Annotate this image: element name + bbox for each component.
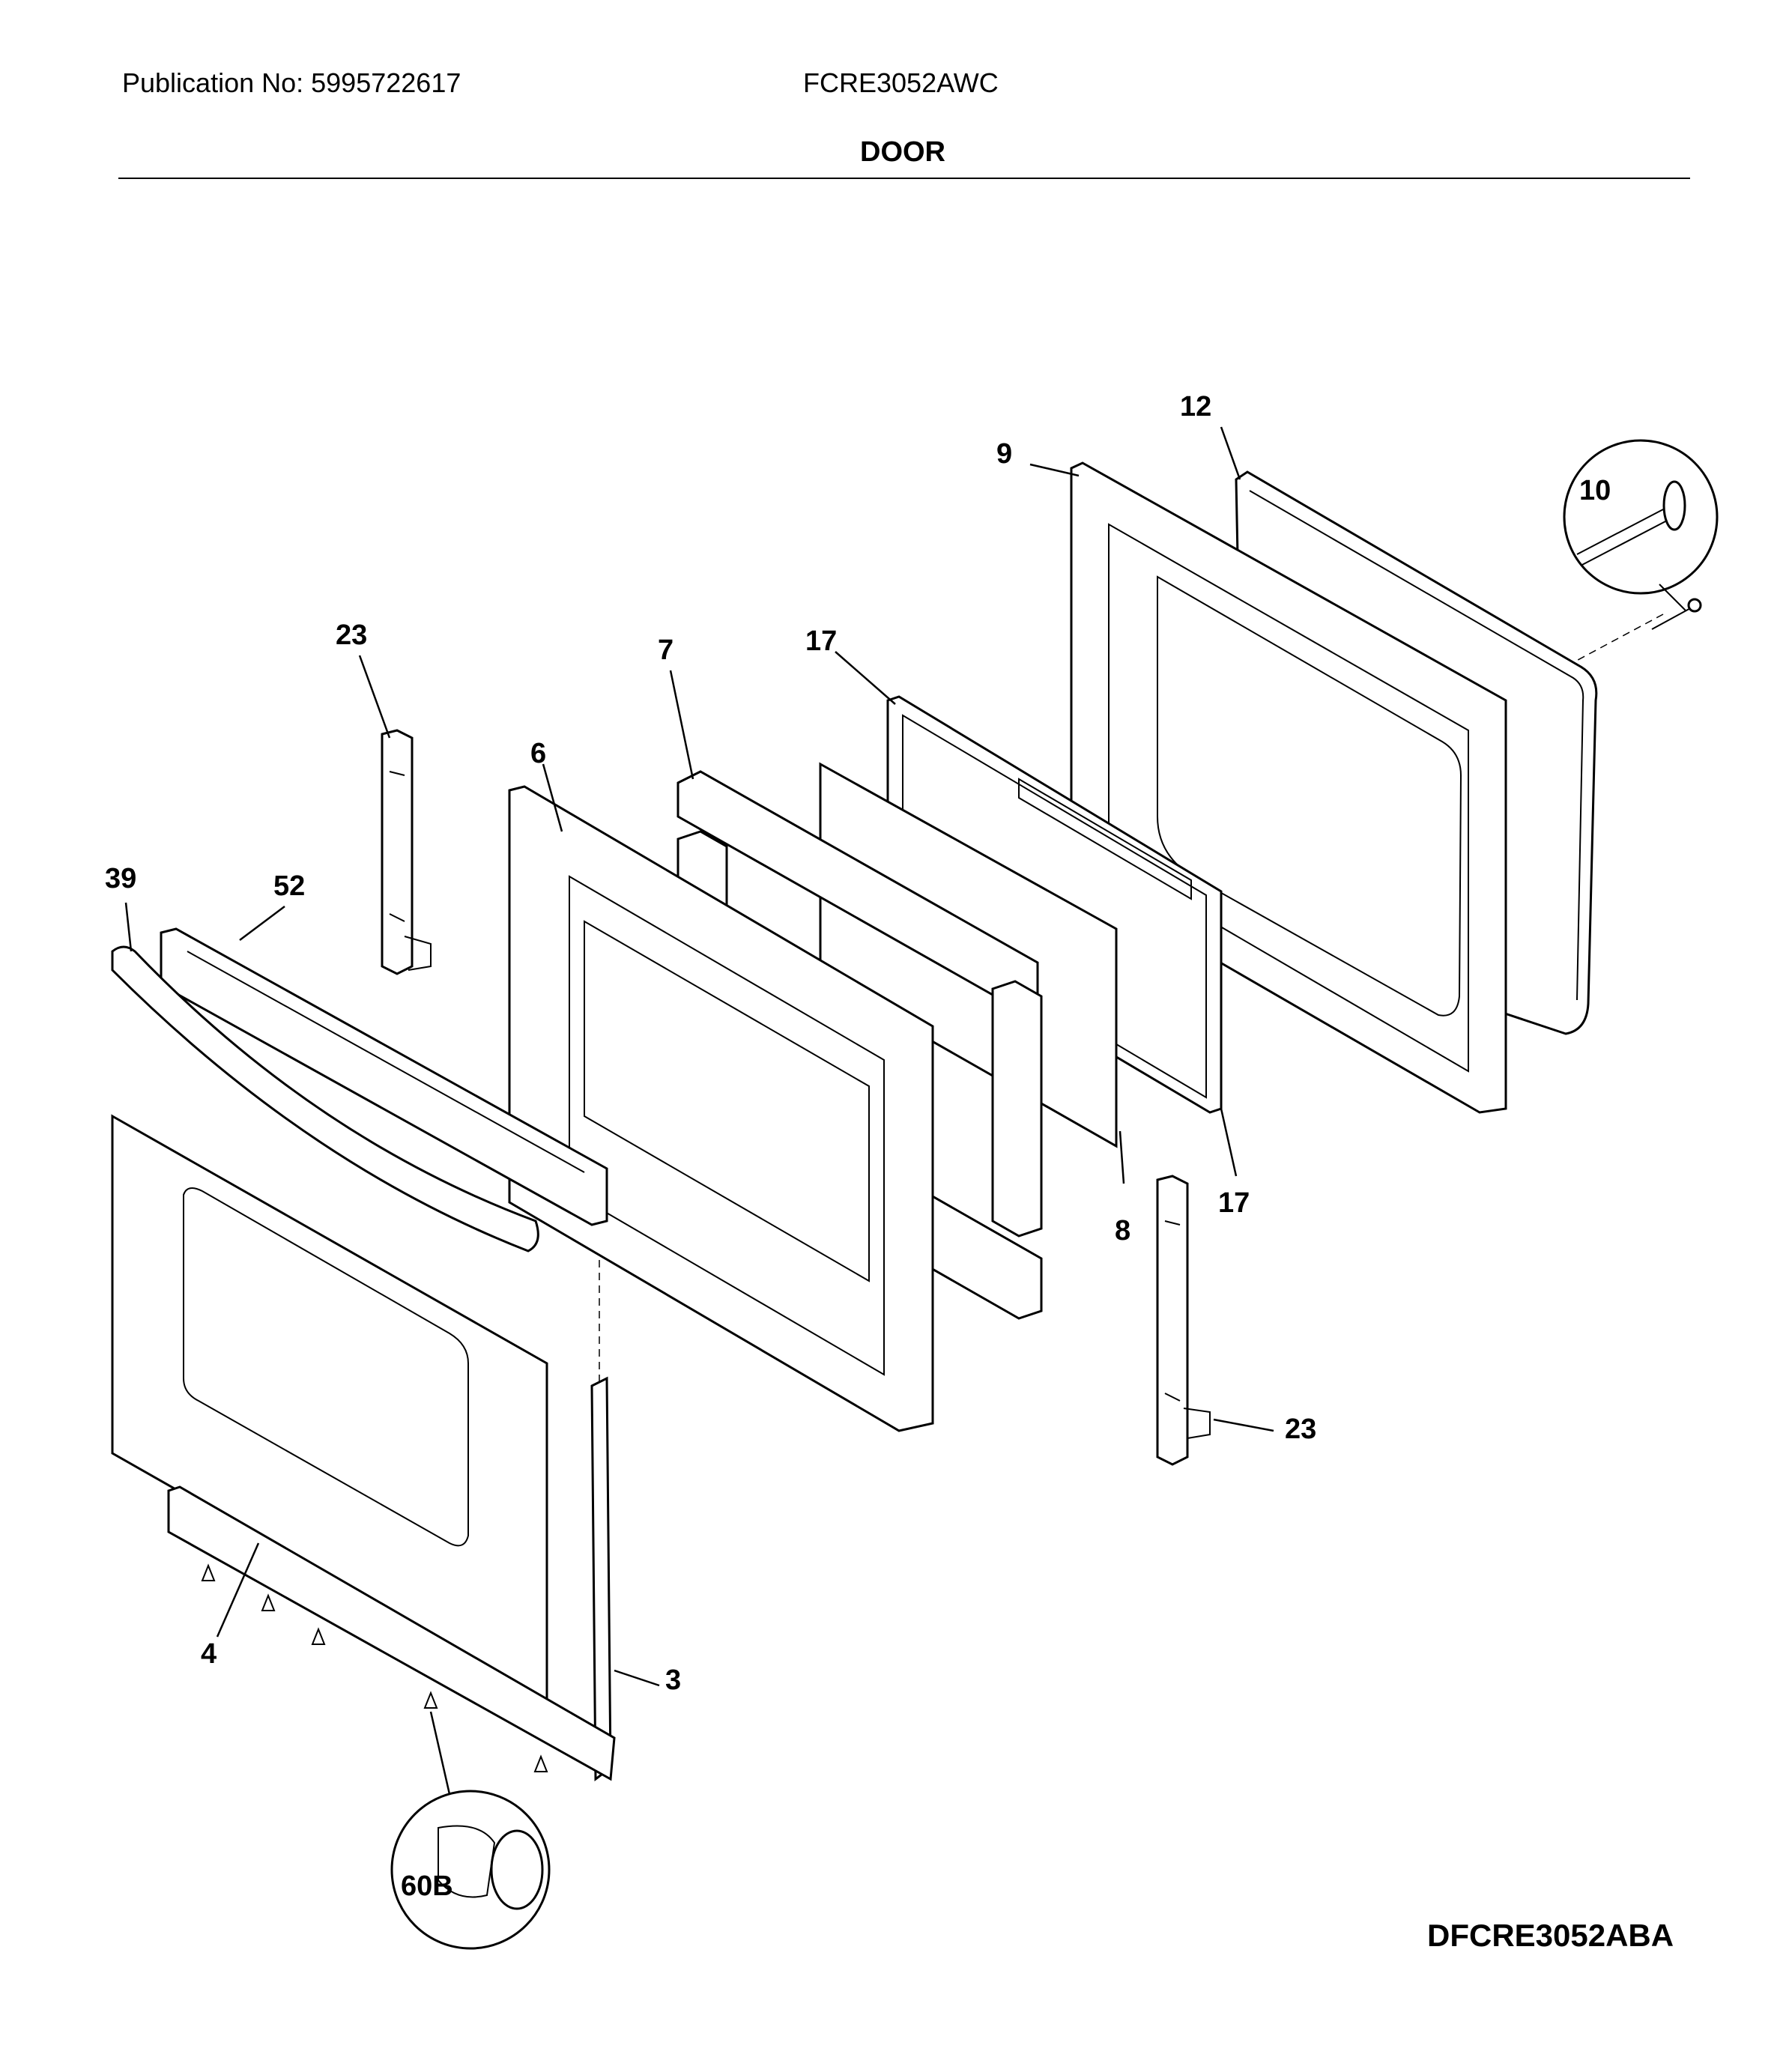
callout-12: 12 bbox=[1180, 391, 1211, 422]
callout-39: 39 bbox=[105, 863, 136, 894]
callout-17-bottom: 17 bbox=[1218, 1187, 1250, 1219]
part-23-hinge-right bbox=[1156, 1175, 1211, 1466]
callout-6: 6 bbox=[530, 738, 546, 769]
drawing-code: DFCRE3052ABA bbox=[1427, 1918, 1674, 1953]
callout-17-top: 17 bbox=[805, 625, 837, 657]
publication-number: Publication No: 5995722617 bbox=[122, 67, 461, 98]
model-number: FCRE3052AWC bbox=[803, 67, 999, 98]
callout-9: 9 bbox=[996, 438, 1012, 470]
part-6-door-frame bbox=[508, 785, 934, 1432]
callout-23-left: 23 bbox=[336, 620, 367, 651]
callout-23-right: 23 bbox=[1285, 1414, 1316, 1445]
callout-3: 3 bbox=[665, 1664, 681, 1696]
callout-10: 10 bbox=[1579, 475, 1611, 506]
part-60b-screw-detail bbox=[390, 1790, 551, 1950]
screws bbox=[201, 1563, 548, 1772]
callout-7: 7 bbox=[658, 634, 673, 666]
section-title: DOOR bbox=[860, 136, 945, 168]
part-39-handle bbox=[111, 945, 539, 1252]
callout-8: 8 bbox=[1115, 1215, 1130, 1246]
callout-60b: 60B bbox=[401, 1870, 453, 1902]
header-rule bbox=[118, 178, 1690, 179]
part-10-screw-detail bbox=[1563, 439, 1719, 630]
callout-4: 4 bbox=[201, 1638, 217, 1670]
part-23-hinge-left bbox=[381, 729, 432, 975]
callout-52: 52 bbox=[273, 870, 305, 902]
part-3-lower-frame bbox=[167, 1376, 616, 1781]
leader-lines bbox=[124, 426, 1274, 1795]
